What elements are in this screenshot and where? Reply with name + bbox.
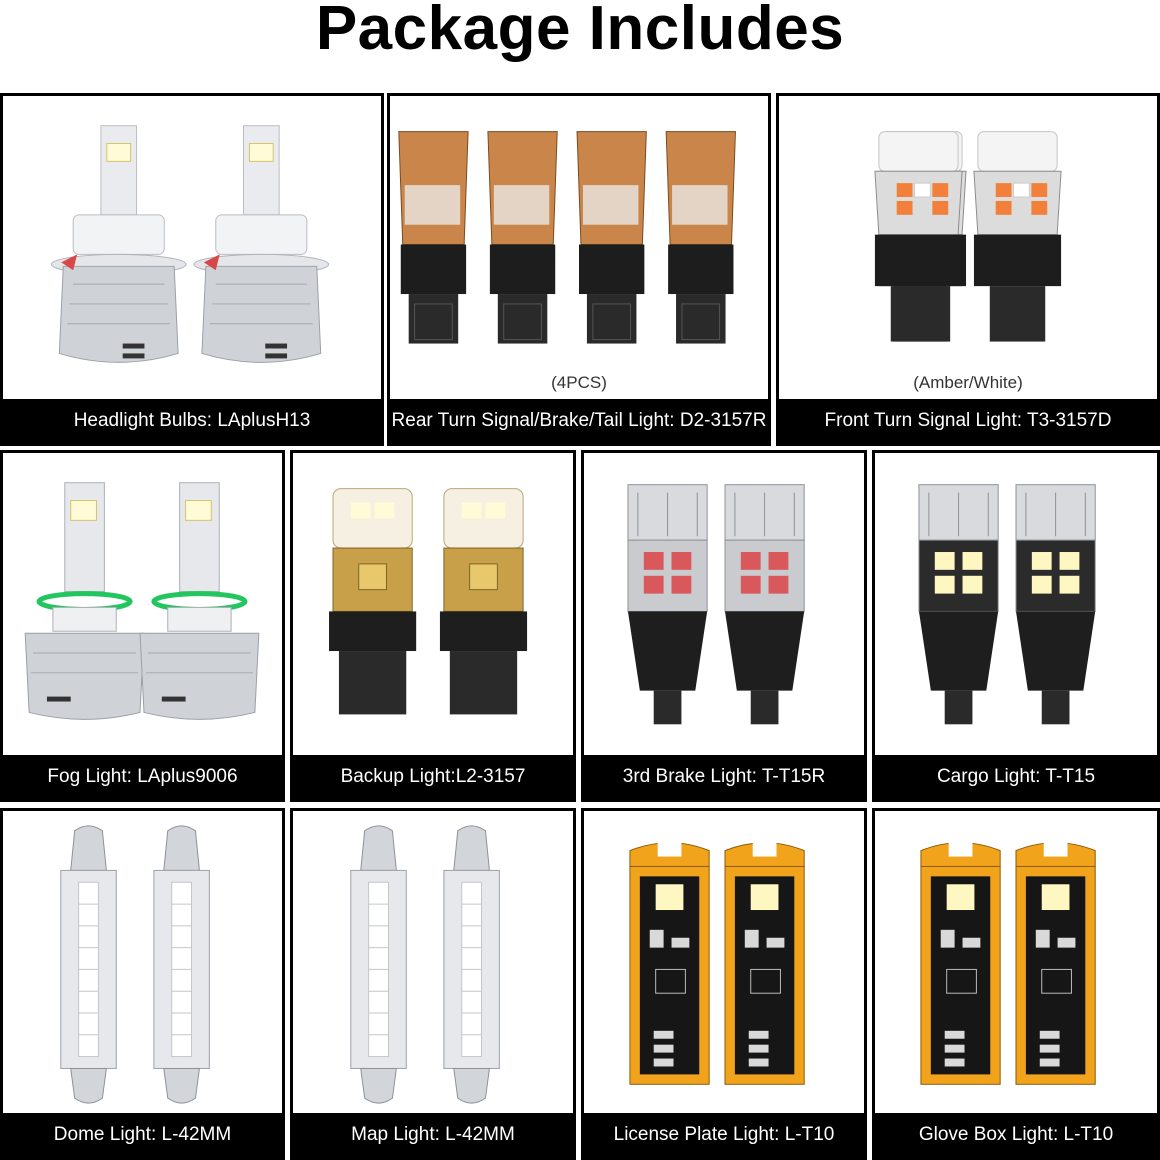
page-title: Package Includes bbox=[315, 0, 845, 63]
t15-bulb-icon bbox=[584, 453, 864, 755]
panel-headlight: Headlight Bulbs: LAplusH13 bbox=[0, 93, 384, 446]
caption-fog: Fog Light: LAplus9006 bbox=[3, 755, 282, 799]
caption-backup: Backup Light:L2-3157 bbox=[293, 755, 573, 799]
panel-third-brake: 3rd Brake Light: T-T15R bbox=[581, 450, 867, 802]
panel-rear-turn: (4PCS) Rear Turn Signal/Brake/Tail Light… bbox=[387, 93, 771, 446]
caption-map: Map Light: L-42MM bbox=[293, 1113, 573, 1157]
3157-bulb-icon bbox=[779, 96, 1157, 399]
t10-bulb-icon bbox=[875, 811, 1157, 1113]
caption-glove-box: Glove Box Light: L-T10 bbox=[875, 1113, 1157, 1157]
festoon-bulb-icon bbox=[293, 811, 573, 1113]
caption-cargo: Cargo Light: T-T15 bbox=[875, 755, 1157, 799]
panel-glove-box: Glove Box Light: L-T10 bbox=[872, 808, 1160, 1160]
caption-rear-turn: Rear Turn Signal/Brake/Tail Light: D2-31… bbox=[390, 399, 768, 443]
headlight-bulb-icon bbox=[3, 453, 282, 755]
caption-license-plate: License Plate Light: L-T10 bbox=[584, 1113, 864, 1157]
caption-dome: Dome Light: L-42MM bbox=[3, 1113, 282, 1157]
t10-bulb-icon bbox=[584, 811, 864, 1113]
panel-front-turn: (Amber/White) Front Turn Signal Light: T… bbox=[776, 93, 1160, 446]
color-note: (Amber/White) bbox=[913, 373, 1023, 392]
caption-front-turn: Front Turn Signal Light: T3-3157D bbox=[779, 399, 1157, 443]
headlight-bulb-icon bbox=[3, 96, 381, 399]
3157-bulb-icon bbox=[293, 453, 573, 755]
caption-third-brake: 3rd Brake Light: T-T15R bbox=[584, 755, 864, 799]
panel-cargo: Cargo Light: T-T15 bbox=[872, 450, 1160, 802]
panel-map: Map Light: L-42MM bbox=[290, 808, 576, 1160]
caption-headlight: Headlight Bulbs: LAplusH13 bbox=[3, 399, 381, 443]
panel-license-plate: License Plate Light: L-T10 bbox=[581, 808, 867, 1160]
panel-backup: Backup Light:L2-3157 bbox=[290, 450, 576, 802]
3157-bulb-icon bbox=[390, 96, 768, 399]
t15-bulb-icon bbox=[875, 453, 1157, 755]
panel-dome: Dome Light: L-42MM bbox=[0, 808, 285, 1160]
festoon-bulb-icon bbox=[3, 811, 282, 1113]
quantity-note: (4PCS) bbox=[551, 373, 607, 392]
panel-fog: Fog Light: LAplus9006 bbox=[0, 450, 285, 802]
